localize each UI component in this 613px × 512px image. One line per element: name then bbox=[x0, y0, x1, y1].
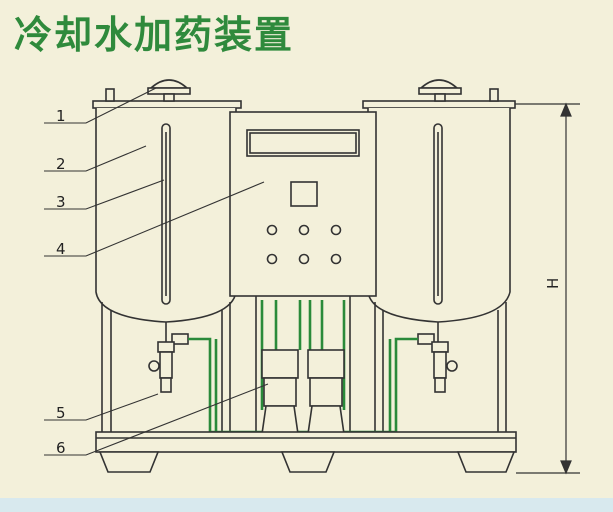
control-cabinet bbox=[229, 111, 377, 432]
height-label: H bbox=[544, 278, 562, 289]
callout-4: 4 bbox=[56, 240, 66, 258]
bottom-strip bbox=[0, 498, 613, 512]
callout-5: 5 bbox=[56, 404, 66, 422]
diagram-title: 冷却水加药装置 bbox=[14, 13, 295, 57]
callout-6: 6 bbox=[56, 439, 66, 457]
height-dimension bbox=[515, 102, 580, 475]
callout-2: 2 bbox=[56, 155, 66, 173]
callout-1: 1 bbox=[56, 107, 66, 125]
base-frame bbox=[95, 431, 517, 473]
left-tank bbox=[92, 79, 242, 432]
callout-3: 3 bbox=[56, 193, 66, 211]
dosing-pumps bbox=[261, 349, 345, 435]
right-tank bbox=[362, 79, 516, 432]
leader-lines bbox=[44, 87, 269, 456]
